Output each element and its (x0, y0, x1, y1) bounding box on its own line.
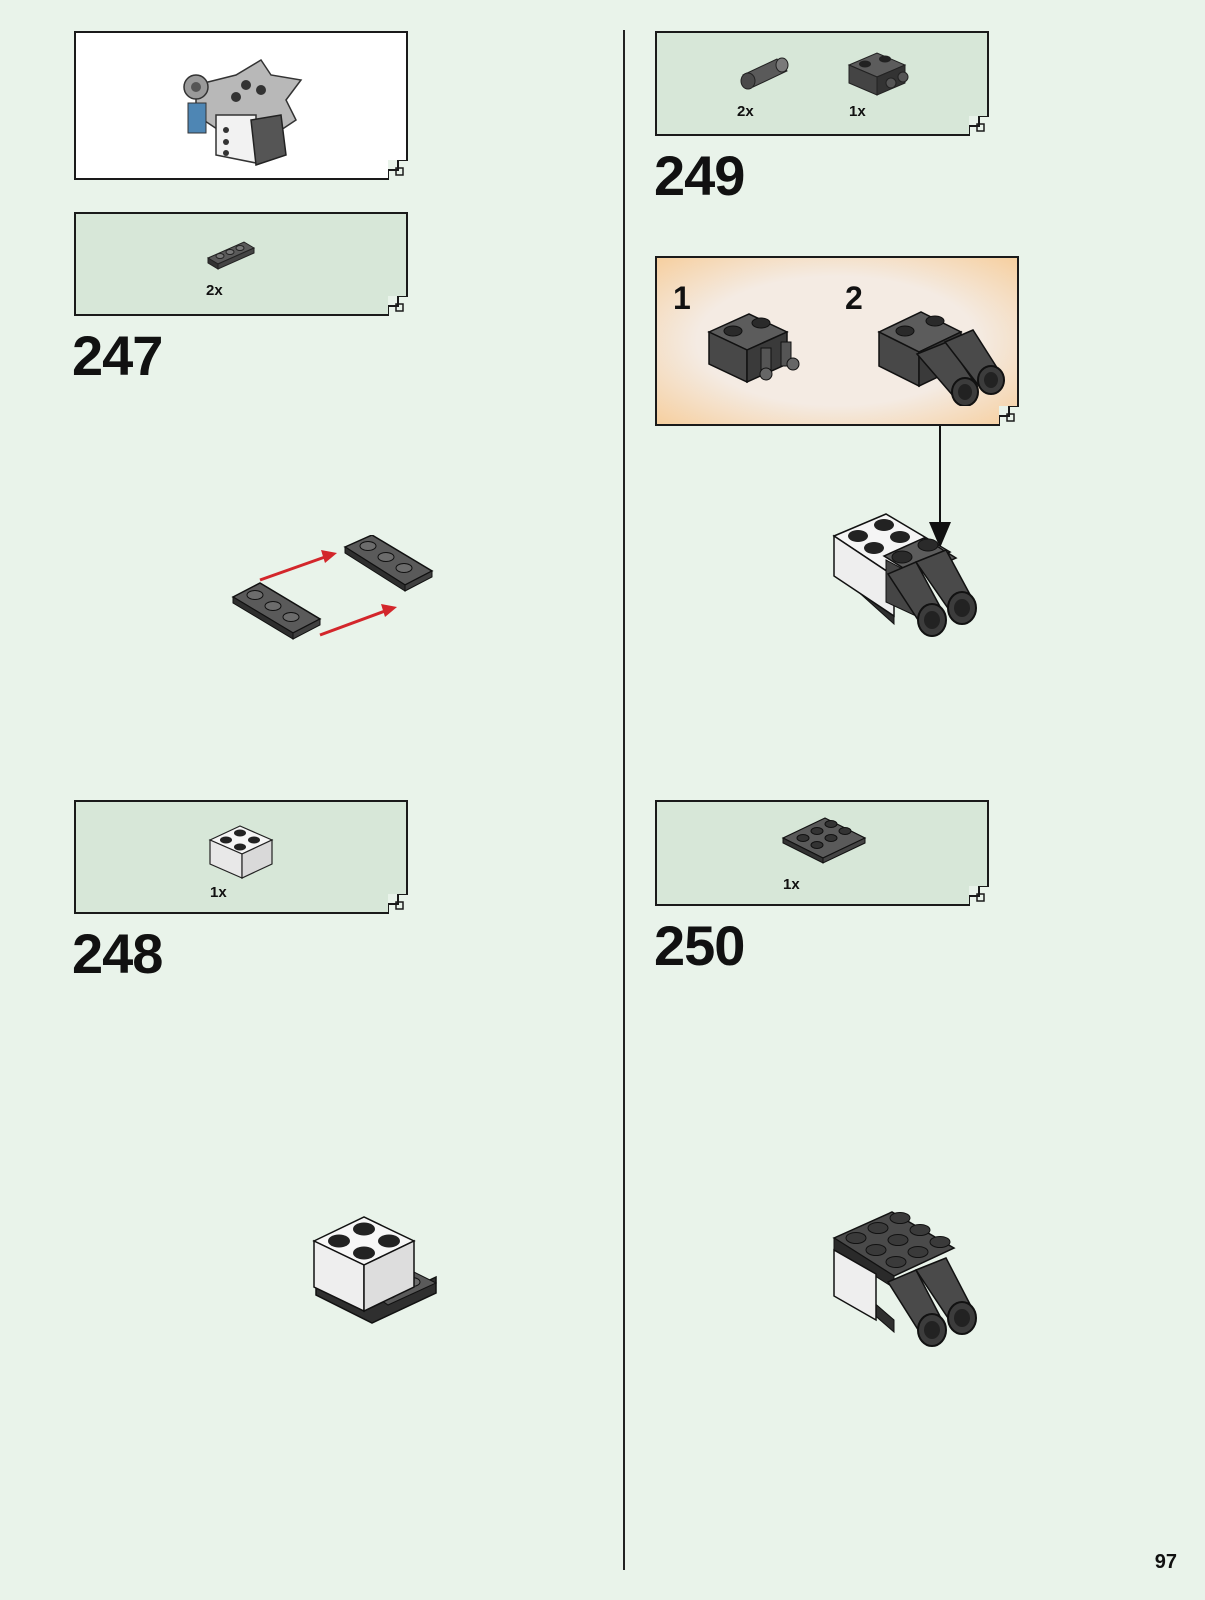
page-number: 97 (1155, 1551, 1177, 1574)
part-quantity: 1x (210, 884, 227, 901)
page-corner-marker (969, 116, 989, 136)
page-corner-marker (388, 296, 408, 316)
dark-gray-pin-connector-icon (737, 53, 793, 93)
substep-number-1: 1 (673, 282, 691, 314)
step-247-illustration (225, 535, 440, 665)
part-quantity: 2x (737, 103, 754, 120)
step-number-250: 250 (654, 918, 744, 974)
page-corner-marker (388, 160, 408, 180)
parts-box-248: 1x (74, 800, 408, 914)
parts-box-250: 1x (655, 800, 989, 906)
page-corner-marker (999, 406, 1019, 426)
model-preview-icon (166, 45, 326, 170)
parts-box-249: 2x 1x (655, 31, 989, 136)
model-preview-box (74, 31, 408, 180)
page-corner-marker (969, 886, 989, 906)
page-corner-marker (388, 894, 408, 914)
substep-1-illustration (707, 308, 807, 388)
dark-gray-brick-with-pins-icon (847, 47, 913, 99)
step-248-illustration (312, 1215, 442, 1340)
subassembly-box: 1 2 (655, 256, 1019, 426)
part-quantity: 1x (783, 876, 800, 893)
column-divider (623, 30, 625, 1570)
step-250-illustration (832, 1208, 1002, 1353)
part-quantity: 2x (206, 282, 223, 299)
step-number-247: 247 (72, 328, 162, 384)
white-2x2-brick-icon (208, 818, 274, 880)
dark-gray-2x3-plate-icon (781, 816, 867, 864)
part-quantity: 1x (849, 103, 866, 120)
step-249-illustration (832, 512, 1002, 644)
substep-2-illustration (877, 306, 1007, 406)
step-number-248: 248 (72, 926, 162, 982)
step-number-249: 249 (654, 148, 744, 204)
substep-number-2: 2 (845, 282, 863, 314)
dark-gray-1x4-plate-icon (206, 236, 256, 272)
parts-box-247: 2x (74, 212, 408, 316)
